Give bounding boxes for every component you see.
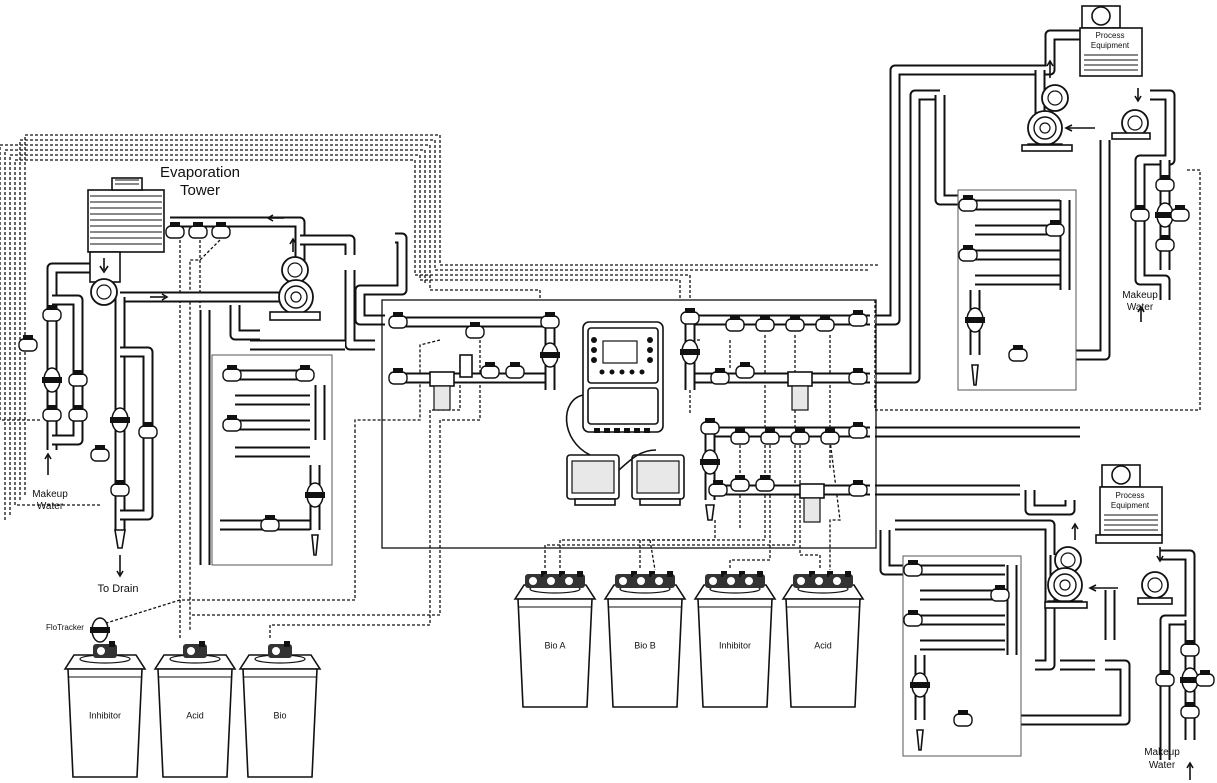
tank-body [67, 668, 143, 778]
skid-meter-icon-1 [539, 342, 561, 368]
dosing-pump-icon [183, 641, 207, 658]
tr-makeup-valve-icon-3 [1155, 234, 1175, 252]
tank-body [157, 668, 233, 778]
control-skid [381, 299, 877, 549]
skid-valve-icon-12 [848, 309, 868, 327]
skid-meter-icon-3 [699, 449, 721, 475]
strainer-icon-right-2 [803, 497, 821, 523]
skid-valve-icon-23 [755, 474, 775, 492]
br-makeup-valve-icon-2 [1155, 669, 1175, 687]
br-pump-icon-1 [1047, 567, 1083, 608]
tank-body [697, 598, 773, 708]
tank-label: Acid [186, 710, 204, 720]
makeup-meter-icon [41, 367, 63, 393]
skid-meter-icon-2 [679, 339, 701, 365]
br-makeup-valve-icon-1 [1180, 639, 1200, 657]
flotracker-icon [89, 617, 111, 643]
drain-valve-icon-2 [110, 479, 130, 497]
left-tank-group: Inhibitor Acid Bio [63, 641, 322, 778]
tank-center-1: Bio B [603, 571, 687, 708]
to-drain-label: To Drain [98, 583, 139, 595]
tank-left-1: Acid [153, 641, 237, 778]
tank-label: Bio [273, 710, 286, 720]
tank-label: Acid [814, 640, 832, 650]
tank-left-2: Bio [238, 641, 322, 778]
tank-center-0: Bio A [513, 571, 597, 708]
tr-makeup-valve-icon-1 [1155, 174, 1175, 192]
tank-label: Inhibitor [89, 710, 121, 720]
drain-valve-icon-1 [138, 421, 158, 439]
makeup-water-br-label-1: Makeup [1144, 747, 1180, 758]
makeup-valve-icon-1 [42, 304, 62, 322]
dosing-pump-icon [93, 641, 117, 658]
top-right-motor-icon-2 [1121, 109, 1149, 137]
makeup-valve-icon-2 [18, 334, 38, 352]
skid-valve-icon-16 [700, 417, 720, 435]
tank-body [785, 598, 861, 708]
left-sample-panel [211, 354, 333, 566]
br-makeup-valve-icon-3 [1180, 701, 1200, 719]
br-makeup-valve-icon-4 [1195, 669, 1215, 687]
skid-valve-icon-7 [680, 307, 700, 325]
makeup-water-br-label-2: Water [1149, 760, 1176, 771]
bottom-right-sample-panel [902, 555, 1022, 757]
top-right-pumps [1021, 59, 1151, 152]
relay-box-1 [566, 454, 620, 506]
skid-valve-icon-15 [848, 367, 868, 385]
tr-makeup-valve-icon-4 [1170, 204, 1190, 222]
tank-body [517, 598, 593, 708]
skid-valve-icon-22 [730, 474, 750, 492]
skid-valve-icon-1 [388, 311, 408, 329]
drain-valve-icon-3 [90, 444, 110, 462]
top-right-motor-icon-1 [1041, 84, 1069, 112]
makeup-valve-icon-3 [68, 369, 88, 387]
skid-valve-icon-5 [505, 361, 525, 379]
bottom-right-makeup: Makeup Water [1144, 639, 1215, 780]
relay-box-2 [631, 454, 685, 506]
bottom-right-pumps [1044, 522, 1173, 609]
tank-center-3: Acid [781, 571, 865, 708]
strainer-icon-left [433, 385, 451, 411]
skid-valve-icon-14 [735, 361, 755, 379]
skid-valve-icon-24 [848, 479, 868, 497]
recirc-motor-icon [281, 256, 309, 284]
center-tank-group: Bio A Bio B Inhibitor Acid [513, 571, 865, 708]
skid-valve-icon-6 [540, 311, 560, 329]
drain-meter-icon [109, 407, 131, 433]
tower-recirc-pump [269, 237, 321, 321]
tank-label: Inhibitor [719, 640, 751, 650]
tank-center-2: Inhibitor [693, 571, 777, 708]
tank-left-0: Inhibitor [63, 641, 147, 778]
tank-label: Bio A [544, 640, 565, 650]
skid-valve-icon-21 [848, 421, 868, 439]
top-right-pump-icon-1 [1027, 110, 1063, 151]
makeup-valve-icon-4 [42, 404, 62, 422]
top-right-sample-panel [957, 189, 1077, 391]
tank-body [242, 668, 318, 778]
br-motor-icon-2 [1141, 571, 1169, 599]
skid-valve-icon-2 [388, 367, 408, 385]
drain-assembly: To Drain [90, 407, 158, 595]
tank-label: Bio B [634, 640, 656, 650]
tank-body [607, 598, 683, 708]
skid-valve-icon-4 [480, 361, 500, 379]
tower-pump-icon [90, 278, 118, 306]
pipework [46, 29, 1196, 760]
flotracker-label: FloTracker [46, 623, 84, 632]
skid-valve-icon-13 [710, 367, 730, 385]
tr-makeup-valve-icon-2 [1130, 204, 1150, 222]
makeup-valve-icon-5 [68, 404, 88, 422]
dosing-pump-icon [268, 641, 292, 658]
strainer-icon-right-1 [791, 385, 809, 411]
